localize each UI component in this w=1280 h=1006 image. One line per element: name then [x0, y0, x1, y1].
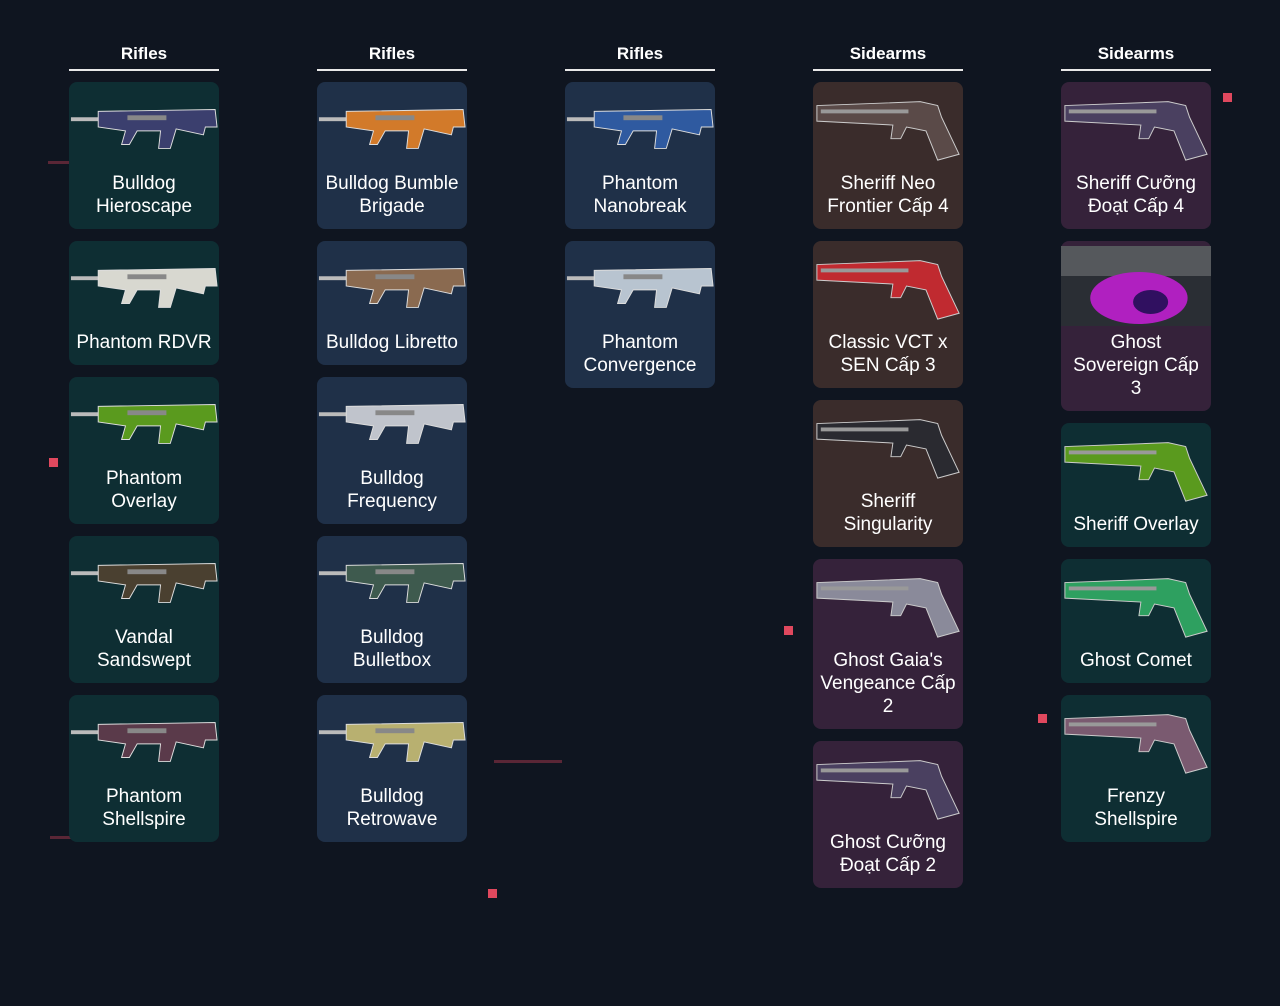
weapon-skin-name: Sheriff Singularity: [843, 491, 933, 535]
weapon-skin-name: Phantom RDVR: [76, 332, 212, 353]
weapon-skin-name: Bulldog Bumble Brigade: [325, 173, 459, 217]
weapon-skin-card[interactable]: Sheriff Neo Frontier Cấp 4: [813, 82, 963, 229]
weapon-skin-card[interactable]: Phantom Convergence: [565, 241, 715, 388]
weapon-skin-name: Sheriff Overlay: [1073, 514, 1199, 535]
category-title: Sidearms: [1061, 44, 1211, 71]
weapon-skin-image: [317, 82, 467, 172]
weapon-skin-card[interactable]: Bulldog Bulletbox: [317, 536, 467, 683]
weapon-skin-card[interactable]: Frenzy Shellspire: [1061, 695, 1211, 842]
weapon-skin-name: Phantom Shellspire: [102, 786, 186, 830]
weapon-skin-image: [813, 241, 963, 331]
card-list: Sheriff Neo Frontier Cấp 4 Classic VCT x …: [813, 82, 963, 888]
decor-square: [784, 626, 793, 635]
weapon-skin-image: [69, 377, 219, 467]
weapon-skin-image: [317, 695, 467, 785]
weapon-skin-image: [813, 741, 963, 831]
weapon-skin-card[interactable]: Ghost Gaia's Vengeance Cấp 2: [813, 559, 963, 729]
decor-square: [1223, 93, 1232, 102]
weapon-skin-name: Bulldog Hieroscape: [95, 173, 193, 217]
weapon-skin-card[interactable]: Sheriff Overlay: [1061, 423, 1211, 547]
weapon-skin-card[interactable]: Ghost Sovereign Cấp 3: [1061, 241, 1211, 411]
weapon-skin-card[interactable]: Sheriff Singularity: [813, 400, 963, 547]
weapon-skin-name: Sheriff Neo Frontier Cấp 4: [827, 173, 949, 217]
weapon-skin-card[interactable]: Phantom Shellspire: [69, 695, 219, 842]
weapon-skin-card[interactable]: Bulldog Hieroscape: [69, 82, 219, 229]
weapon-skin-image: [317, 536, 467, 626]
weapon-skin-name: Ghost Cưỡng Đoạt Cấp 2: [829, 832, 946, 876]
weapon-skin-card[interactable]: Ghost Comet: [1061, 559, 1211, 683]
decor-square: [1038, 714, 1047, 723]
weapon-skin-card[interactable]: Phantom Nanobreak: [565, 82, 715, 229]
weapon-skin-image: [1061, 241, 1211, 331]
weapon-skin-name: Bulldog Libretto: [325, 332, 459, 353]
weapon-skin-image: [69, 695, 219, 785]
weapon-skin-image: [565, 241, 715, 331]
weapon-skin-name: Ghost Comet: [1080, 650, 1192, 671]
weapon-skin-card[interactable]: Bulldog Retrowave: [317, 695, 467, 842]
decor-square: [488, 889, 497, 898]
weapon-skin-image: [1061, 82, 1211, 172]
weapon-skin-name: Bulldog Retrowave: [346, 786, 438, 830]
category-title: Rifles: [317, 44, 467, 71]
weapon-skin-image: [69, 536, 219, 626]
weapon-skin-image: [69, 241, 219, 331]
weapon-skin-image: [317, 241, 467, 331]
weapon-skin-name: Ghost Sovereign Cấp 3: [1073, 332, 1199, 399]
weapon-skin-image: [813, 559, 963, 649]
decor-square: [49, 458, 58, 467]
weapon-skin-card[interactable]: Phantom Overlay: [69, 377, 219, 524]
weapon-skin-name: Phantom Overlay: [105, 468, 183, 512]
weapon-skin-name: Ghost Gaia's Vengeance Cấp 2: [820, 650, 956, 717]
weapon-skin-name: Sheriff Cưỡng Đoạt Cấp 4: [1076, 173, 1196, 217]
weapon-skin-card[interactable]: Bulldog Frequency: [317, 377, 467, 524]
weapon-skin-card[interactable]: Sheriff Cưỡng Đoạt Cấp 4: [1061, 82, 1211, 229]
weapon-skin-card[interactable]: Phantom RDVR: [69, 241, 219, 365]
weapon-skin-image: [813, 82, 963, 172]
weapon-skin-name: Vandal Sandswept: [96, 627, 191, 671]
weapon-skin-card[interactable]: Bulldog Bumble Brigade: [317, 82, 467, 229]
weapon-skin-image: [69, 82, 219, 172]
weapon-skin-image: [1061, 695, 1211, 785]
weapon-skin-card[interactable]: Classic VCT x SEN Cấp 3: [813, 241, 963, 388]
weapon-skin-name: Phantom Convergence: [583, 332, 697, 376]
weapon-skin-name: Classic VCT x SEN Cấp 3: [828, 332, 948, 376]
category-title: Sidearms: [813, 44, 963, 71]
weapon-skin-image: [813, 400, 963, 490]
weapon-skin-image: [317, 377, 467, 467]
category-title: Rifles: [565, 44, 715, 71]
weapon-skin-name: Phantom Nanobreak: [593, 173, 687, 217]
weapon-skin-image: [565, 82, 715, 172]
weapon-skin-card[interactable]: Vandal Sandswept: [69, 536, 219, 683]
card-list: Sheriff Cưỡng Đoạt Cấp 4 Ghost Sovereign …: [1061, 82, 1211, 842]
weapon-skin-card[interactable]: Ghost Cưỡng Đoạt Cấp 2: [813, 741, 963, 888]
weapon-skin-name: Bulldog Bulletbox: [352, 627, 432, 671]
weapon-skin-card[interactable]: Bulldog Libretto: [317, 241, 467, 365]
category-title: Rifles: [69, 44, 219, 71]
weapon-skin-name: Frenzy Shellspire: [1094, 786, 1178, 830]
decor-line: [494, 760, 562, 763]
weapon-skin-image: [1061, 559, 1211, 649]
weapon-skin-image: [1061, 423, 1211, 513]
weapon-skin-name: Bulldog Frequency: [347, 468, 437, 512]
